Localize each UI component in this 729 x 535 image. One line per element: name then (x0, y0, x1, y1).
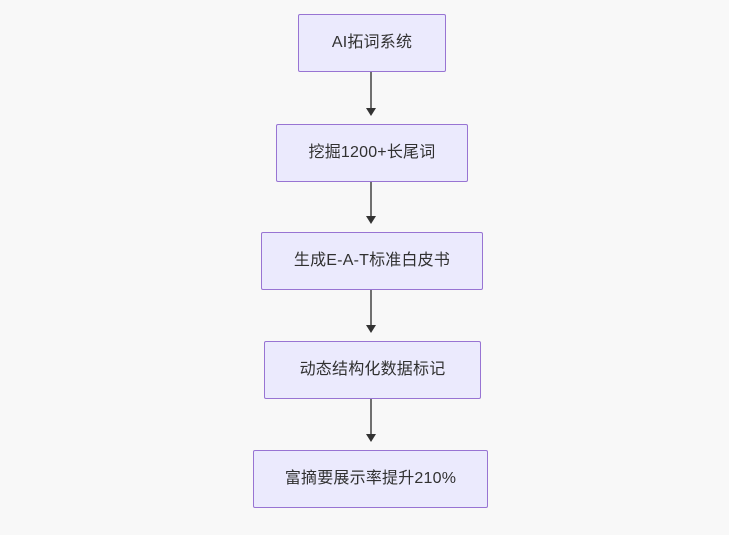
flow-node-label: 挖掘1200+长尾词 (308, 144, 436, 162)
flow-node-n3[interactable]: 生成E-A-T标准白皮书 (261, 232, 483, 290)
flow-node-n4[interactable]: 动态结构化数据标记 (264, 341, 481, 399)
arrowhead-icon (366, 325, 376, 333)
flow-node-label: 动态结构化数据标记 (299, 361, 446, 379)
flow-node-n5[interactable]: 富摘要展示率提升210% (253, 450, 488, 508)
edge-line (370, 290, 372, 326)
edge-line (370, 72, 372, 109)
edge-line (370, 182, 372, 217)
flow-node-label: 富摘要展示率提升210% (284, 470, 457, 488)
arrowhead-icon (366, 434, 376, 442)
flow-node-label: AI拓词系统 (331, 34, 413, 52)
flow-node-label: 生成E-A-T标准白皮书 (293, 252, 451, 270)
flow-node-n2[interactable]: 挖掘1200+长尾词 (276, 124, 468, 182)
arrowhead-icon (366, 108, 376, 116)
arrowhead-icon (366, 216, 376, 224)
edge-line (370, 399, 372, 435)
flow-node-n1[interactable]: AI拓词系统 (298, 14, 446, 72)
